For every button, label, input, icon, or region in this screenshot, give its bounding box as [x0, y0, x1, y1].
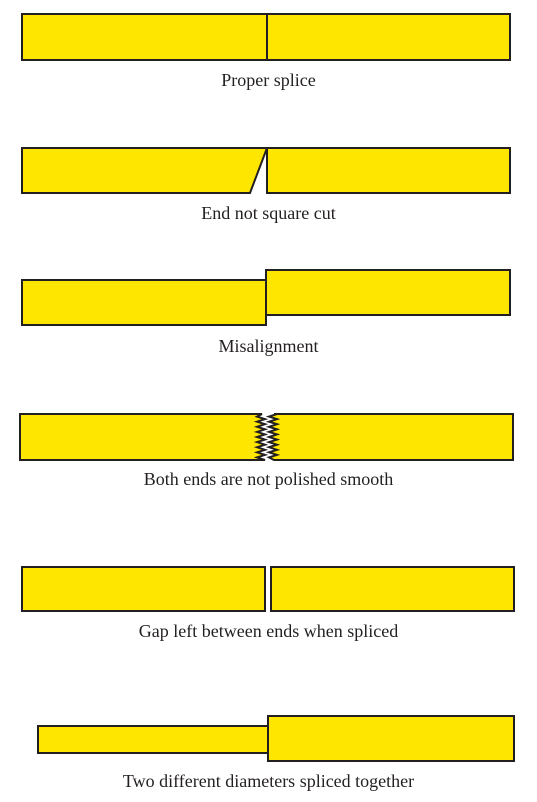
different-diameters-diagram — [37, 715, 515, 762]
misalignment-diagram — [21, 269, 511, 326]
caption-proper-splice: Proper splice — [221, 70, 316, 90]
caption-different-diameters: Two different diameters spliced together — [122, 771, 415, 791]
caption-gap-left: Gap left between ends when spliced — [138, 621, 399, 641]
caption-misalignment: Misalignment — [218, 336, 319, 356]
right-fiber — [270, 566, 515, 612]
thick-fiber — [267, 715, 515, 762]
left-fiber — [21, 566, 266, 612]
left-fiber-low — [21, 279, 267, 326]
end-not-square-diagram — [21, 147, 511, 194]
right-fiber-high — [265, 269, 511, 316]
left-fiber-angled — [21, 147, 269, 194]
caption-end-not-square: End not square cut — [201, 203, 336, 223]
right-fiber — [266, 13, 511, 61]
left-fiber — [21, 13, 268, 61]
right-fiber — [266, 147, 511, 194]
proper-splice-diagram — [21, 13, 511, 61]
gap-left-diagram — [21, 566, 515, 612]
right-fiber-rough — [265, 413, 514, 461]
caption-not-polished: Both ends are not polished smooth — [143, 469, 394, 489]
thin-fiber — [37, 725, 269, 754]
left-fiber-rough — [19, 413, 269, 461]
not-polished-diagram — [19, 413, 514, 461]
